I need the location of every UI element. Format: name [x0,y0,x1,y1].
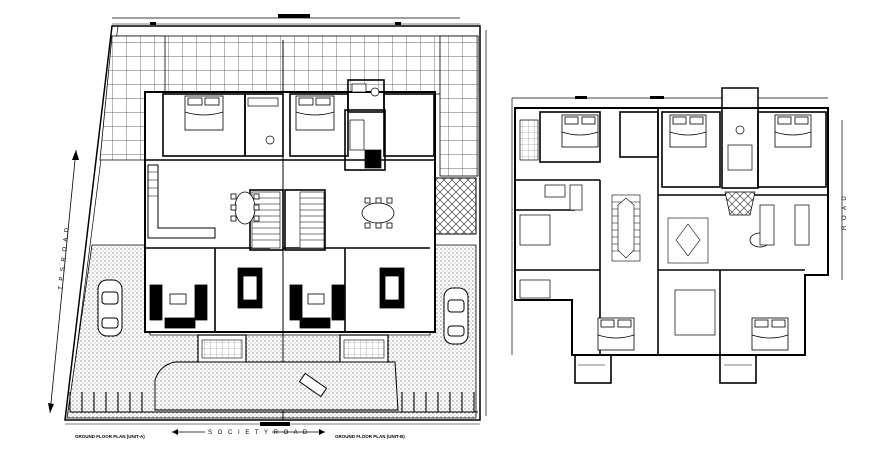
right-unit-plan: R O A D [511,87,848,384]
tiled-courtyard-top [113,35,479,95]
sofa-icon [149,267,405,329]
bed-icon [184,95,335,131]
caption-unit-a-2: GROUND FLOOR PLAN (UNIT-B) [335,434,405,439]
society-road-label: S O C I E T Y R O A D [208,430,309,436]
bed-icon [561,114,812,351]
right-road-label: R O A D [842,194,848,230]
tps-road-label: T P S R O A D [58,226,71,290]
wc-icon [247,83,382,169]
dining-table-icon [230,191,395,229]
wc-icon [519,119,810,336]
left-unit-plan: T P S R O A D S O C I E T Y R O A D GROU… [48,14,487,439]
staircase-icon [611,194,709,264]
car-icon [97,279,469,398]
caption-unit-a: GROUND FLOOR PLAN (UNIT-A) [75,434,145,439]
staircase-icon [251,191,325,249]
